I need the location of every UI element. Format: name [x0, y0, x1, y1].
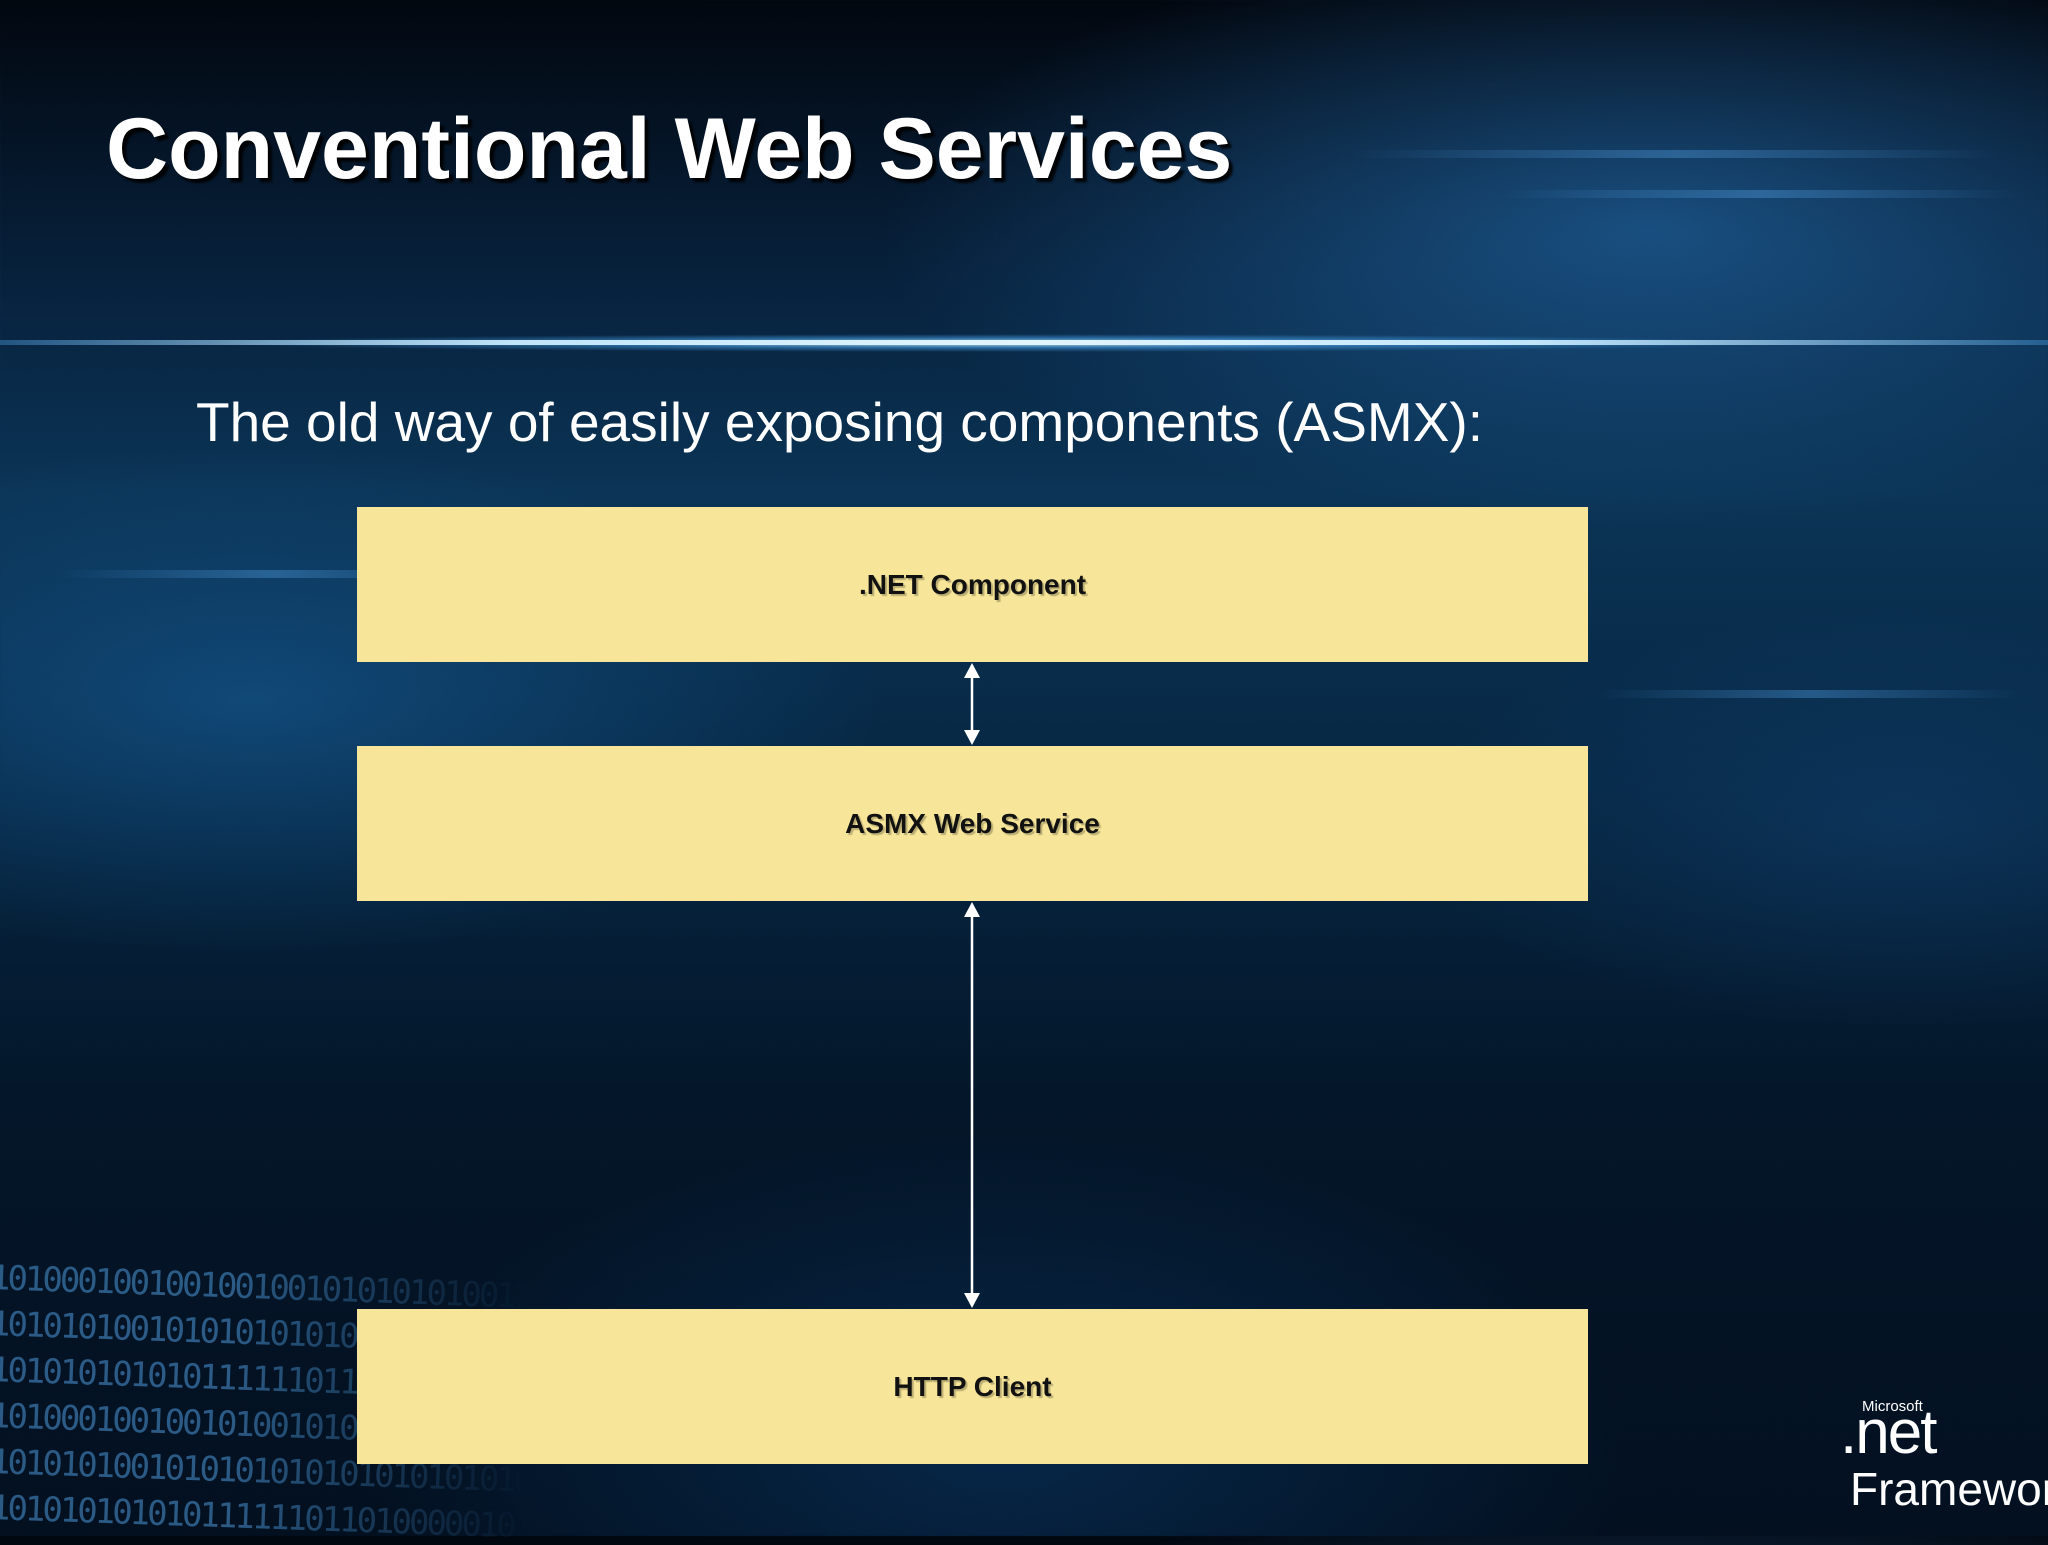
logo-name: .net: [1840, 1398, 1937, 1467]
slide-title: Conventional Web Services: [106, 101, 1233, 197]
logo-product: Framework: [1850, 1463, 2048, 1515]
arrowhead-up-icon: [964, 663, 980, 678]
light-streak: [1350, 150, 2000, 158]
connector-asmx-http: [964, 902, 980, 1308]
asmx-web-service-label: ASMX Web Service: [845, 807, 1100, 839]
light-streak: [60, 570, 480, 578]
http-client-label: HTTP Client: [893, 1370, 1052, 1402]
horizontal-glow-core: [0, 340, 2048, 345]
slide-subtitle: The old way of easily exposing component…: [196, 391, 1483, 453]
http-client-node: HTTP Client: [357, 1309, 1588, 1464]
light-streak: [1500, 190, 2020, 198]
light-streak: [1600, 690, 2020, 698]
net-component-label: .NET Component: [858, 568, 1087, 600]
asmx-web-service-node: ASMX Web Service: [357, 746, 1588, 901]
dotnet-framework-logo: Microsoft .net Framework: [1742, 1398, 2048, 1514]
net-component-node: .NET Component: [357, 507, 1588, 662]
logo-maker: Microsoft: [1862, 1398, 1923, 1415]
arrowhead-up-icon: [964, 902, 980, 917]
connector-net-asmx: [964, 663, 980, 745]
arrowhead-down-icon: [964, 730, 980, 745]
arrowhead-down-icon: [964, 1293, 980, 1308]
